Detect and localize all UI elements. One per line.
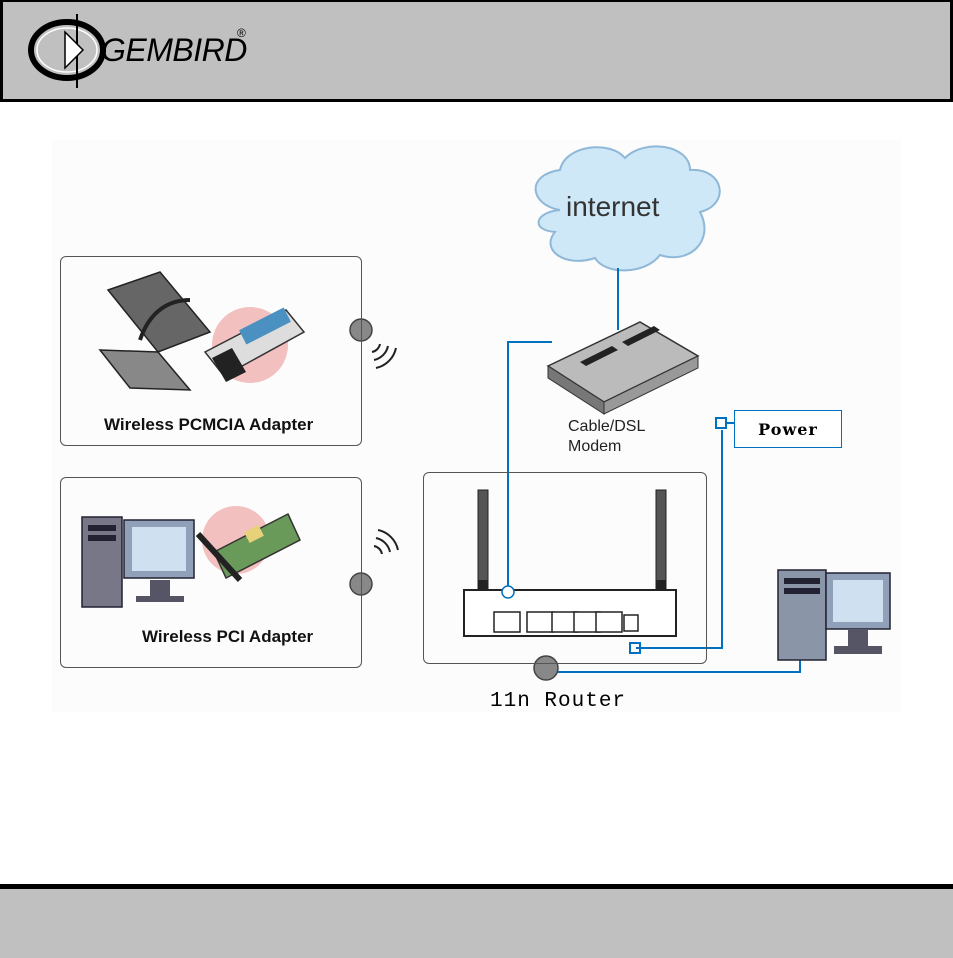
pcmcia-caption: Wireless PCMCIA Adapter bbox=[104, 415, 313, 435]
internet-label: internet bbox=[566, 191, 659, 223]
modem-label-line2: Modem bbox=[568, 437, 621, 456]
modem-label-line1: Cable/DSL bbox=[568, 417, 645, 436]
router-panel bbox=[423, 472, 707, 664]
power-label: Power bbox=[734, 410, 842, 448]
pci-caption: Wireless PCI Adapter bbox=[142, 627, 313, 647]
wired-pc-icon bbox=[778, 570, 890, 660]
page-footer bbox=[0, 884, 953, 958]
router-label: 11n Router bbox=[490, 690, 626, 713]
